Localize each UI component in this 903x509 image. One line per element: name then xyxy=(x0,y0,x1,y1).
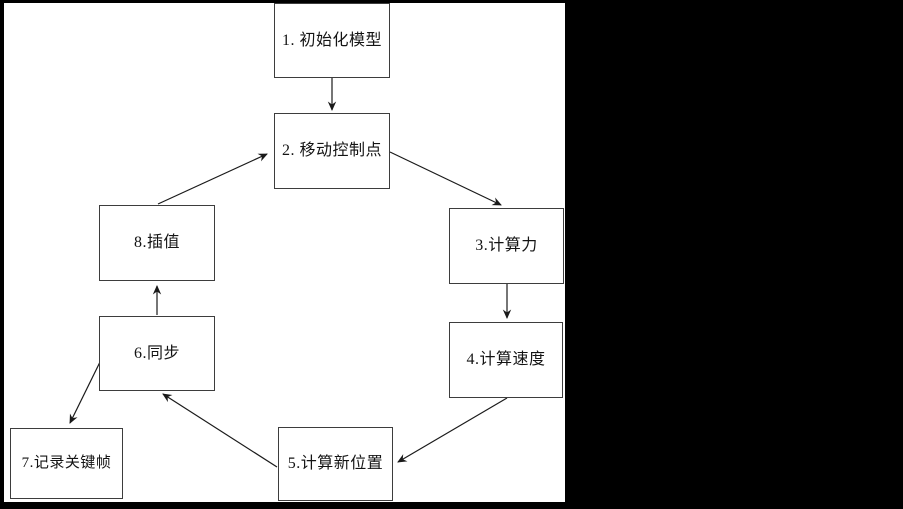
flow-node-interpolate: 8.插值 xyxy=(99,205,215,281)
flow-node-move-control-points: 2. 移动控制点 xyxy=(274,113,390,189)
flow-node-label: 3.计算力 xyxy=(475,237,538,254)
flow-node-label: 6.同步 xyxy=(133,344,180,362)
flow-node-compute-force: 3.计算力 xyxy=(449,208,564,284)
flow-node-label: 5.计算新位置 xyxy=(287,455,384,472)
flow-node-compute-new-position: 5.计算新位置 xyxy=(278,427,393,501)
flow-node-label: 8.插值 xyxy=(133,234,180,251)
flow-node-label: 2. 移动控制点 xyxy=(281,142,382,159)
flow-node-label: 1. 初始化模型 xyxy=(281,31,382,49)
flow-node-record-keyframes: 7.记录关键帧 xyxy=(10,428,123,499)
flow-node-synchronize: 6.同步 xyxy=(99,316,215,391)
flow-node-label: 7.记录关键帧 xyxy=(21,455,112,471)
flow-node-label: 4.计算速度 xyxy=(466,351,546,368)
flow-node-compute-velocity: 4.计算速度 xyxy=(449,322,563,398)
flow-node-initialize-model: 1. 初始化模型 xyxy=(274,3,390,78)
